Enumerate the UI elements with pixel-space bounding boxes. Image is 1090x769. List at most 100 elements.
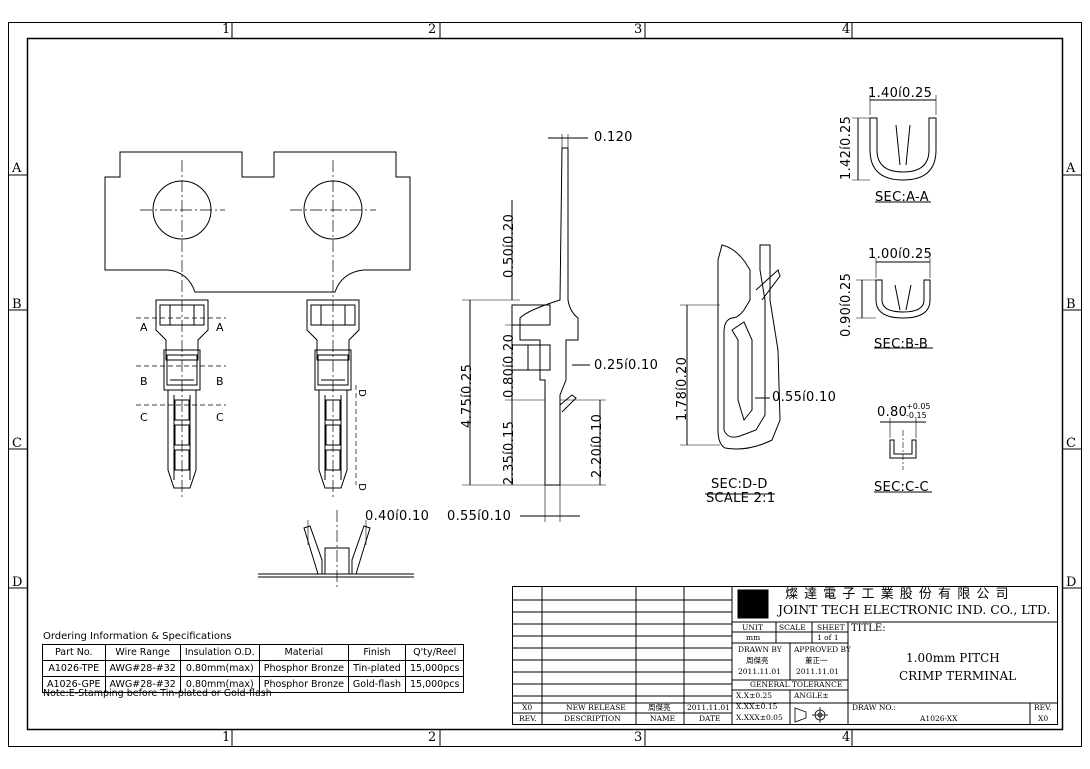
- dim-tab-width: 0.25í0.10: [594, 358, 659, 373]
- zone-row-b-left: B: [12, 297, 22, 312]
- caption-sec-d: SEC:D-D: [711, 477, 768, 492]
- zone-col-1-bottom: 1: [222, 730, 231, 745]
- scale-label: SCALE: [779, 623, 806, 632]
- cell-part-no: A1026-TPE: [42, 660, 106, 677]
- title-block-grid: [512, 586, 1058, 725]
- cell-wire-range: AWG#28-#32: [104, 660, 181, 677]
- tolerance-1: X.X±0.25: [736, 691, 773, 700]
- rev-label: REV.: [1034, 703, 1052, 712]
- company-name-en: JOINT TECH ELECTRONIC IND. CO., LTD.: [778, 602, 1051, 617]
- cell-qty: 15,000pcs: [404, 676, 465, 693]
- zone-ticks: [8, 22, 1081, 746]
- sheet-value: 1 of 1: [817, 633, 839, 642]
- ordering-title: Ordering Information & Specifications: [43, 631, 232, 642]
- dim-sec-a-height: 1.42í0.25: [839, 115, 854, 180]
- cut-mark-d-top: D: [355, 389, 367, 397]
- dim-middle-gap: 0.80í0.20: [502, 333, 517, 398]
- zone-col-2-top: 2: [428, 22, 437, 37]
- terminal-top-view: [104, 151, 411, 500]
- section-b-b-view: [856, 258, 933, 349]
- cut-mark-b-right: B: [216, 375, 224, 388]
- dim-sec-a-width: 1.40í0.25: [868, 86, 933, 101]
- zone-col-4-bottom: 4: [842, 730, 851, 745]
- rev-header-name: NAME: [650, 714, 676, 723]
- tolerance-3: X.XXX±0.05: [736, 713, 783, 722]
- title-line-1: 1.00mm PITCH: [906, 651, 1000, 665]
- title-label: TITLE:: [851, 623, 886, 634]
- header-insulation: Insulation O.D.: [179, 644, 260, 661]
- header-part-no: Part No.: [42, 644, 106, 661]
- zone-col-3-top: 3: [634, 22, 643, 37]
- terminal-end-view: [258, 510, 414, 590]
- rev-value: X0: [1038, 714, 1049, 723]
- rev-header-rev: REV.: [519, 714, 537, 723]
- approved-by-name: 董正一: [805, 656, 828, 665]
- dim-sec-b-height: 0.90í0.25: [839, 272, 854, 337]
- dim-thickness: 0.120: [594, 130, 633, 145]
- cell-material: Phosphor Bronze: [258, 660, 349, 677]
- header-qty: Q'ty/Reel: [404, 644, 465, 661]
- dim-upper-tab: 0.50í0.20: [502, 213, 517, 278]
- cell-finish: Gold-flash: [347, 676, 406, 693]
- tolerance-label: GENERAL TOLERANCE: [750, 680, 843, 689]
- rev-row-date: 2011.11.01: [687, 703, 730, 712]
- section-c-c-view: [874, 418, 932, 493]
- section-a-a-view: [852, 95, 937, 203]
- sheet-label: SHEET: [817, 623, 845, 632]
- rev-header-date: DATE: [699, 714, 721, 723]
- rev-row-desc: NEW RELEASE: [566, 703, 626, 712]
- dim-end-width: 0.40í0.10: [365, 509, 430, 524]
- header-material: Material: [258, 644, 349, 661]
- zone-row-d-left: D: [12, 575, 23, 590]
- dim-sec-c-tol-plus: +0.05: [906, 402, 931, 411]
- drawn-by-label: DRAWN BY: [738, 645, 782, 654]
- zone-row-a-right: A: [1066, 161, 1076, 176]
- angle-label: ANGLE±: [794, 691, 829, 700]
- dim-overall-length: 4.75í0.25: [460, 363, 475, 428]
- ordering-header-row: Part No. Wire Range Insulation O.D. Mate…: [42, 644, 465, 661]
- header-wire-range: Wire Range: [104, 644, 181, 661]
- caption-sec-a: SEC:A-A: [875, 190, 929, 205]
- dim-section-d-length: 1.78í0.20: [675, 356, 690, 421]
- cut-mark-c-right: C: [216, 411, 224, 424]
- cell-finish: Tin-plated: [347, 660, 406, 677]
- cut-mark-d-bottom: D: [355, 483, 367, 491]
- outer-frame: [8, 22, 1082, 747]
- caption-scale: SCALE 2:1: [706, 491, 776, 506]
- approved-by-date: 2011.11.01: [796, 667, 839, 676]
- cut-mark-a-right: A: [216, 321, 224, 334]
- zone-col-4-top: 4: [842, 22, 851, 37]
- zone-col-3-bottom: 3: [634, 730, 643, 745]
- company-name-cn: 燦 達 電 子 工 業 股 份 有 限 公 司: [785, 587, 1010, 602]
- title-line-2: CRIMP TERMINAL: [899, 669, 1017, 683]
- dim-sec-c-tol-minus: -0.15: [906, 411, 927, 420]
- unit-label: UNIT: [742, 623, 763, 632]
- terminal-side-view: [462, 134, 606, 522]
- rev-row-rev: X0: [522, 703, 533, 712]
- zone-row-a-left: A: [12, 161, 22, 176]
- dim-contact-length: 2.35í0.15: [502, 420, 517, 485]
- drawn-by-date: 2011.11.01: [738, 667, 781, 676]
- drawn-by-name: 周傑亮: [746, 656, 769, 665]
- unit-value: mm: [746, 633, 761, 642]
- zone-col-1-top: 1: [222, 22, 231, 37]
- section-d-d-view: [680, 244, 781, 495]
- rev-row-name: 周傑亮: [648, 703, 671, 712]
- rev-header-desc: DESCRIPTION: [564, 714, 621, 723]
- dim-sec-c-width: 0.80: [877, 405, 908, 420]
- projection-symbol: [794, 707, 828, 723]
- cell-wire-range: AWG#28-#32: [104, 676, 181, 693]
- zone-row-c-right: C: [1066, 436, 1076, 451]
- header-finish: Finish: [347, 644, 406, 661]
- ordering-note: Note:E-Stamping before Tin-plated or Gol…: [43, 688, 272, 699]
- caption-sec-c: SEC:C-C: [874, 480, 929, 495]
- tolerance-2: X.XX±0.15: [736, 702, 778, 711]
- dim-sec-b-width: 1.00í0.25: [868, 247, 933, 262]
- cut-mark-b-left: B: [140, 375, 148, 388]
- cell-qty: 15,000pcs: [404, 660, 465, 677]
- cell-insulation: 0.80mm(max): [179, 676, 260, 693]
- dim-section-d-width: 0.55í0.10: [772, 390, 837, 405]
- approved-by-label: APPROVED BY: [794, 645, 851, 654]
- table-row: A1026-TPE AWG#28-#32 0.80mm(max) Phospho…: [42, 660, 465, 677]
